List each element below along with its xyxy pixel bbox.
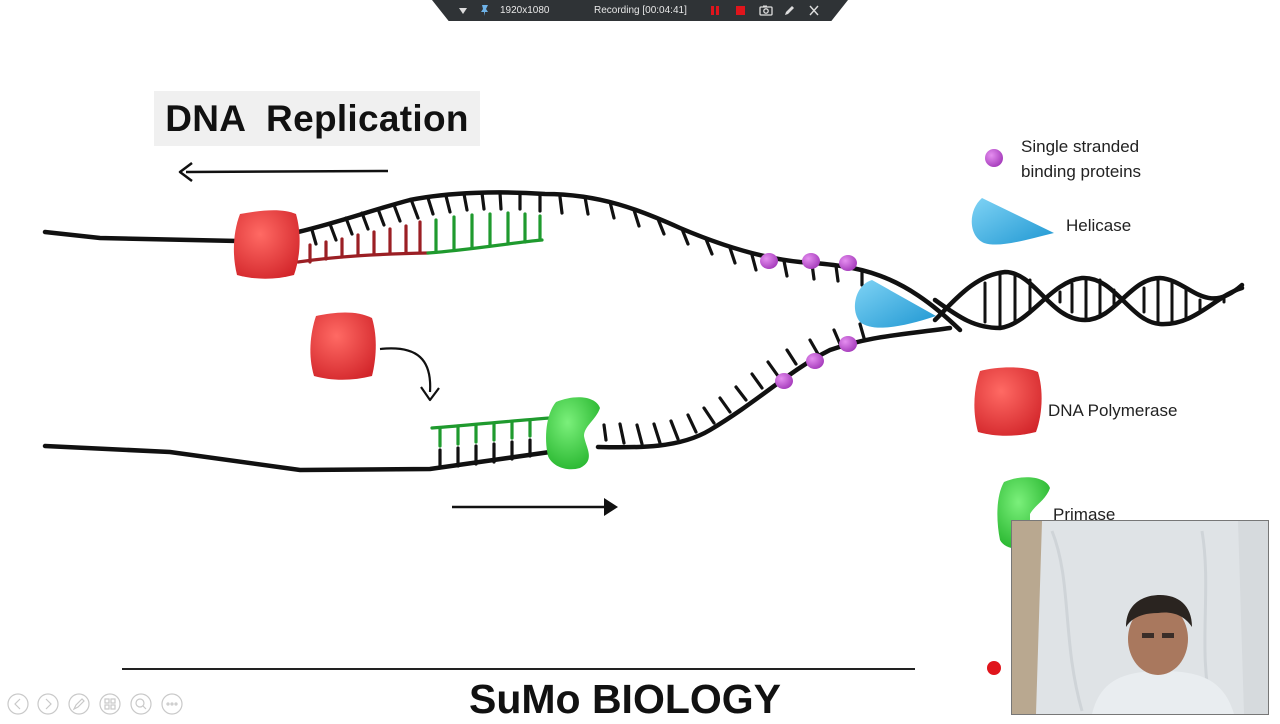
leading-direction-arrow-left: [178, 162, 389, 182]
close-icon[interactable]: [808, 4, 820, 17]
dna-double-helix: [932, 269, 1245, 331]
legend-polymerase-label: DNA Polymerase: [1048, 401, 1178, 420]
pause-icon[interactable]: [710, 4, 720, 17]
rna-primer-top: [426, 211, 544, 255]
pen-tool-icon[interactable]: [68, 693, 90, 715]
legend-polymerase-icon: [974, 367, 1042, 436]
recording-status: Recording [00:04:41]: [594, 5, 687, 16]
rna-primer-bottom: [430, 416, 552, 448]
pin-icon[interactable]: [479, 4, 491, 17]
pen-icon[interactable]: [783, 4, 796, 17]
prev-slide-icon[interactable]: [7, 693, 29, 715]
recording-toolbar: 1920x1080 Recording [00:04:41]: [432, 0, 848, 21]
curved-arrow: [379, 347, 432, 393]
legend-ssb-icon: [985, 149, 1003, 167]
helix-rungs: [983, 272, 1226, 328]
recording-resolution: 1920x1080: [500, 5, 550, 16]
record-indicator-dot: [987, 661, 1001, 675]
new-dna-strand: [296, 220, 430, 264]
footer-divider: [122, 668, 915, 670]
dropdown-icon[interactable]: [458, 4, 468, 17]
legend-ssb-label-line1: Single stranded: [1021, 137, 1140, 156]
bottom-strand-bases: [438, 322, 866, 470]
primase-bottom: [546, 397, 600, 470]
stop-icon[interactable]: [735, 4, 746, 17]
legend-helicase-icon: [971, 198, 1054, 245]
next-slide-icon[interactable]: [37, 693, 59, 715]
legend-helicase-label: Helicase: [1066, 216, 1132, 235]
legend-primase-label: Primase: [1053, 505, 1116, 524]
legend-primase-icon: [997, 477, 1050, 549]
top-strand-bases: [310, 191, 864, 287]
lagging-direction-arrow-right: [452, 498, 618, 516]
more-options-icon[interactable]: [161, 693, 183, 715]
dna-polymerase-free: [310, 312, 376, 380]
presenter-image: [1012, 521, 1268, 714]
helicase-on-fork: [854, 280, 936, 328]
webcam-overlay: [1011, 520, 1269, 715]
footer-title: SuMo BIOLOGY: [468, 676, 782, 722]
slideshow-toolbar: [7, 693, 183, 715]
slide-title: DNA Replication: [154, 91, 480, 146]
ssb-proteins: [760, 253, 857, 389]
top-parent-strand: [42, 190, 963, 333]
slides-grid-icon[interactable]: [99, 693, 121, 715]
camera-icon[interactable]: [759, 4, 773, 17]
dna-polymerase-top: [233, 210, 300, 279]
zoom-icon[interactable]: [130, 693, 152, 715]
legend-ssb-label-line2: binding proteins: [1021, 162, 1142, 181]
